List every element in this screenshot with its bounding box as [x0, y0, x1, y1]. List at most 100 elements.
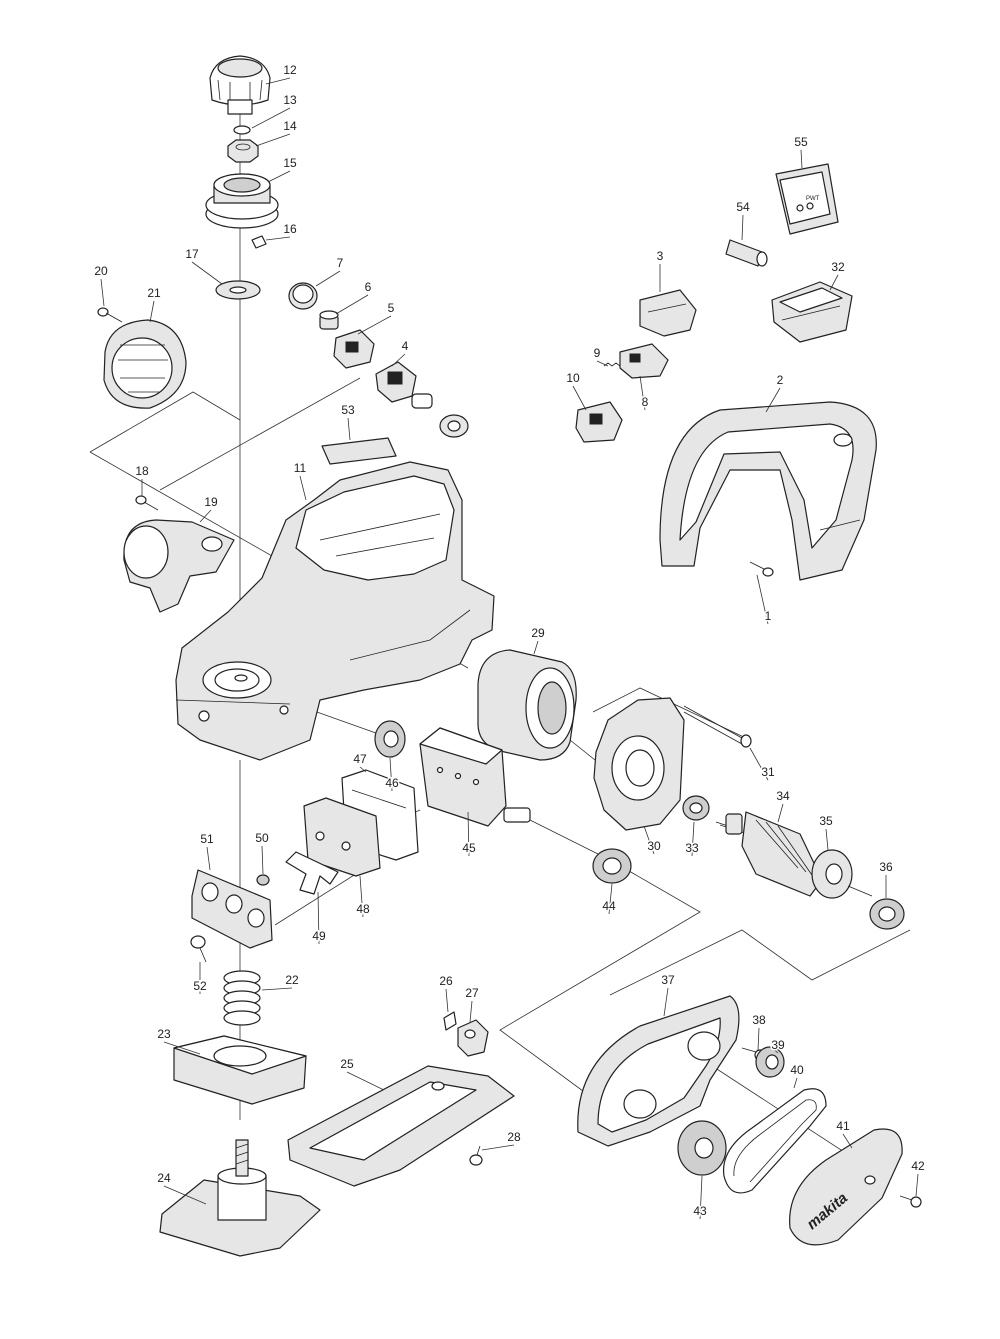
leader-line-30 [643, 825, 655, 855]
part-27-clip [457, 1019, 489, 1057]
leader-line-17 [191, 261, 223, 285]
leader-line-10 [572, 385, 587, 411]
part-label-25: 25 [340, 1057, 354, 1071]
part-label-21: 21 [147, 286, 161, 300]
part-20-screw [97, 307, 123, 323]
part-label-36: 36 [879, 860, 893, 874]
part-32-rubber-cap [771, 281, 853, 343]
part-label-2: 2 [777, 373, 784, 387]
part-6-switch-part [319, 310, 339, 330]
part-25-front-base [287, 1065, 515, 1187]
part-19-chip-deflector [123, 519, 235, 613]
part-label-33: 33 [685, 841, 699, 855]
leader-line-11 [299, 475, 307, 501]
part-26-spring-pin [443, 1011, 457, 1031]
part-number-labels: 1234567891011121314151617181920212223242… [93, 62, 927, 1220]
part-50-screw [256, 874, 270, 886]
part-label-5: 5 [388, 301, 395, 315]
leader-line-21 [149, 300, 155, 323]
part-43-large-pulley [677, 1120, 727, 1176]
leader-line-19 [199, 509, 212, 523]
part-label-55: 55 [794, 135, 808, 149]
part-52-screw [190, 935, 207, 963]
leader-line-39 [771, 1047, 779, 1054]
leader-line-37 [663, 987, 669, 1017]
part-4-switch [375, 361, 469, 438]
part-29-motor-housing [477, 649, 577, 761]
leader-line-9 [596, 360, 609, 367]
part-label-4: 4 [402, 339, 409, 353]
part-53-label-plate [321, 437, 397, 465]
part-label-14: 14 [283, 119, 297, 133]
part-13-washer [233, 125, 251, 135]
assembly-axis-lines [89, 60, 911, 1179]
leader-line-27 [469, 1000, 473, 1023]
leader-line-16 [265, 236, 291, 241]
part-label-13: 13 [283, 93, 297, 107]
part-label-27: 27 [465, 986, 479, 1000]
leader-line-15 [267, 170, 291, 183]
leader-line-26 [445, 988, 449, 1013]
leader-line-31 [749, 747, 769, 781]
part-48-set-plate [303, 797, 381, 877]
part-label-42: 42 [911, 1159, 925, 1173]
leader-line-33 [691, 821, 695, 857]
part-49-adjusting-plate [285, 851, 339, 895]
part-label-10: 10 [566, 371, 580, 385]
part-label-35: 35 [819, 814, 833, 828]
leader-line-2 [765, 387, 781, 413]
part-33-bearing [682, 795, 710, 821]
part-36-bearing [869, 898, 905, 930]
part-label-15: 15 [283, 156, 297, 170]
part-51-drum-plate [191, 869, 273, 949]
part-8-lock-lever [619, 343, 669, 379]
part-label-9: 9 [594, 346, 601, 360]
part-label-49: 49 [312, 929, 326, 943]
part-1-screw [749, 561, 774, 577]
part-label-22: 22 [285, 973, 299, 987]
part-label-29: 29 [531, 626, 545, 640]
part-40-drive-belt [722, 1088, 827, 1194]
part-5-switch-housing [333, 329, 375, 369]
part-44-bearing [592, 848, 632, 884]
part-label-44: 44 [602, 899, 616, 913]
part-label-28: 28 [507, 1130, 521, 1144]
leader-line-1 [756, 574, 769, 625]
leader-line-7 [315, 270, 341, 287]
part-21-side-cover [103, 319, 187, 409]
leader-line-24 [163, 1185, 207, 1205]
part-label-45: 45 [462, 841, 476, 855]
part-10-lever [575, 401, 623, 443]
part-22-spring [223, 970, 261, 1026]
leader-line-45 [467, 811, 470, 857]
leader-line-41 [842, 1133, 853, 1149]
leader-line-35 [825, 828, 829, 851]
part-30-motor-bracket [593, 697, 685, 831]
part-label-24: 24 [157, 1171, 171, 1185]
part-label-53: 53 [341, 403, 355, 417]
part-label-43: 43 [693, 1204, 707, 1218]
leader-line-42 [915, 1173, 919, 1197]
part-11-main-housing [175, 461, 495, 761]
part-55-terminal-plate: PWT [775, 163, 839, 235]
leader-line-40 [793, 1077, 798, 1089]
part-label-16: 16 [283, 222, 297, 236]
part-46-bearing [374, 720, 406, 758]
part-14-nut [227, 139, 259, 163]
part-label-12: 12 [283, 63, 297, 77]
part-label-40: 40 [790, 1063, 804, 1077]
part-label-46: 46 [385, 776, 399, 790]
leader-line-25 [346, 1071, 385, 1091]
part-39-small-pulley [755, 1046, 785, 1078]
part-label-37: 37 [661, 973, 675, 987]
part-34-armature [715, 811, 823, 897]
leader-line-46 [389, 757, 393, 792]
part-label-17: 17 [185, 247, 199, 261]
part-37-belt-housing [577, 995, 740, 1147]
leader-line-44 [608, 883, 613, 915]
leader-line-38 [757, 1027, 760, 1051]
part-23-spacer-block [173, 1035, 307, 1105]
leader-line-50 [261, 845, 264, 875]
leader-line-13 [251, 107, 291, 129]
